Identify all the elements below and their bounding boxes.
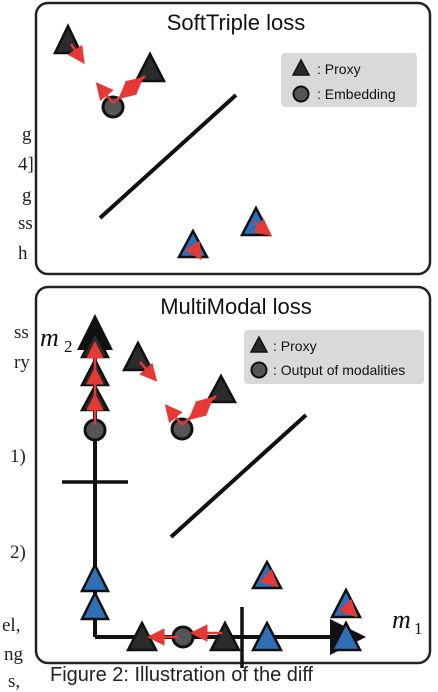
proxy-triangle xyxy=(204,373,238,404)
softtriple-title: SoftTriple loss xyxy=(167,10,306,35)
embedding-point xyxy=(101,95,125,119)
svg-text:1: 1 xyxy=(414,619,423,638)
triangle-proxy-icon xyxy=(249,335,269,353)
margin-text-7: ry xyxy=(14,352,30,373)
proxy-triangle xyxy=(79,590,111,621)
multimodal-title: MultiModal loss xyxy=(160,294,312,319)
proxy-triangle xyxy=(133,51,167,83)
margin-text-1: g xyxy=(22,124,32,145)
multimodal-legend: : Proxy : Output of modalities xyxy=(244,330,424,384)
margin-text-5: h xyxy=(18,243,28,264)
margin-text-9: 2) xyxy=(10,542,26,563)
proxy-triangle xyxy=(208,620,242,652)
separator-line xyxy=(98,93,238,220)
svg-text:m: m xyxy=(40,323,59,352)
figure-caption: Figure 2: Illustration of the diff xyxy=(50,664,314,686)
proxy-triangle xyxy=(329,620,363,652)
margin-text-4: ss xyxy=(18,213,33,234)
y-axis-label: m 2 xyxy=(40,323,73,356)
red-arrow-icon xyxy=(86,341,358,646)
margin-text-8: 1) xyxy=(10,446,26,467)
margin-text-11: ng xyxy=(4,644,23,665)
legend-proxy-label: : Proxy xyxy=(273,338,317,354)
legend-embedding-label: : Embedding xyxy=(317,86,396,102)
separator-line xyxy=(169,413,308,539)
margin-text-6: ss xyxy=(14,322,29,343)
softtriple-legend: : Proxy : Embedding xyxy=(281,53,417,107)
softtriple-panel: SoftTriple loss : Proxy : Embedding xyxy=(34,1,432,276)
margin-text-10: el, xyxy=(2,615,21,636)
legend-proxy-label: : Proxy xyxy=(317,61,361,77)
circle-embedding-icon xyxy=(292,85,310,103)
multimodal-panel: MultiModal loss : Proxy : Output of moda… xyxy=(34,285,432,668)
proxy-triangle xyxy=(250,620,284,652)
svg-text:2: 2 xyxy=(64,337,73,356)
svg-text:m: m xyxy=(392,605,411,634)
margin-text-2: 4] xyxy=(18,154,34,175)
circle-output-icon xyxy=(250,361,268,379)
red-arrow-icon xyxy=(67,43,272,261)
triangle-proxy-icon xyxy=(291,58,311,76)
margin-text-3: g xyxy=(22,185,32,206)
margin-text-12: s, xyxy=(8,671,21,692)
output-point xyxy=(170,417,194,441)
legend-output-label: : Output of modalities xyxy=(273,362,405,378)
x-axis-label: m 1 xyxy=(392,605,423,638)
